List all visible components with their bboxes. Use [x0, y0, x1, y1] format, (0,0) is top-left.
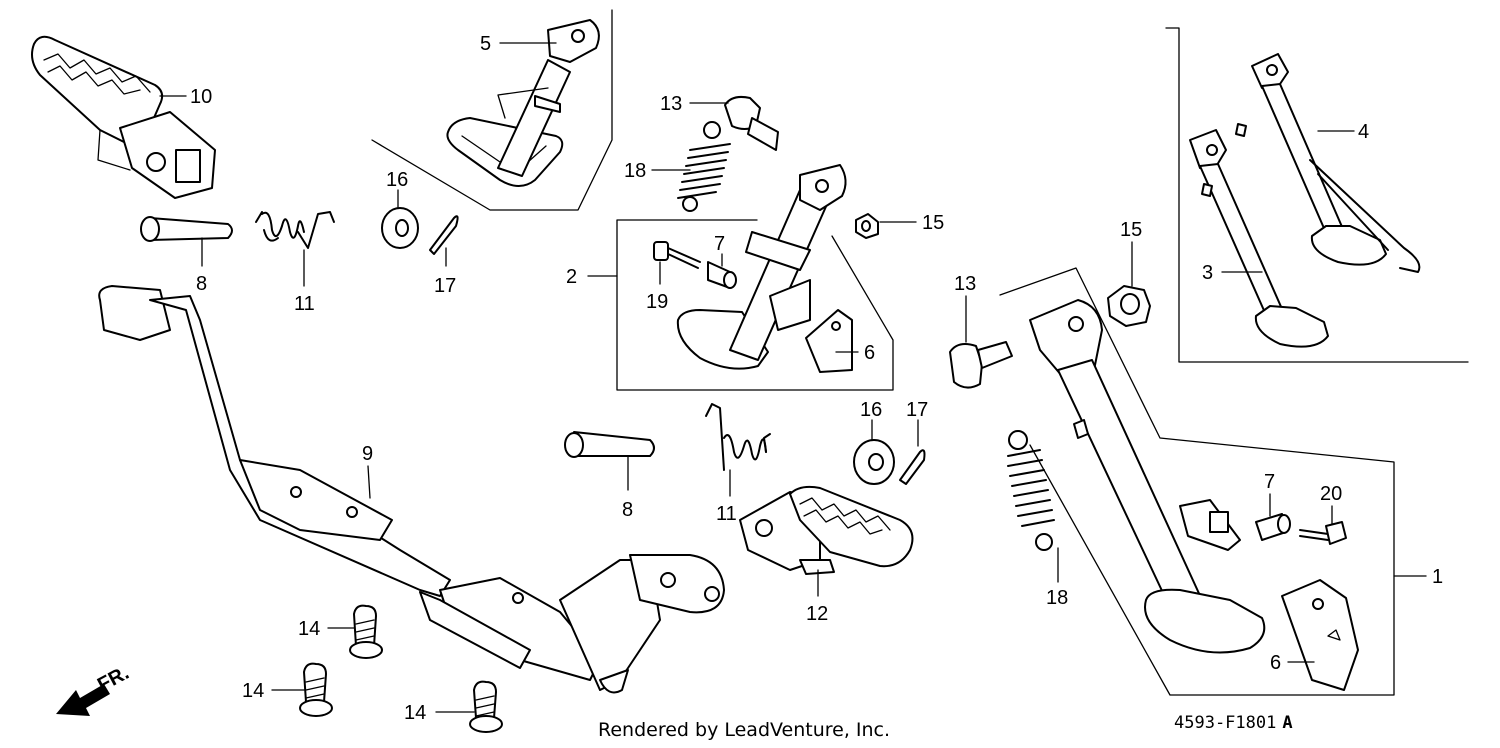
bracket-middle [805, 309, 853, 373]
washer-middle [853, 439, 895, 485]
bolt-14-b [299, 662, 333, 717]
front-direction-arrow: FR. [56, 662, 133, 716]
callout-15-right: 15 [1120, 219, 1142, 241]
bolt-small-middle [653, 241, 701, 269]
leader-lines [159, 42, 1427, 713]
torsion-spring-middle [705, 403, 771, 471]
callout-6-right: 6 [1270, 652, 1281, 674]
callouts: 5 10 13 18 16 15 7 2 8 17 11 19 6 4 15 3… [190, 33, 1443, 724]
callout-9: 9 [362, 443, 373, 465]
callout-16-middle: 16 [860, 399, 882, 421]
callout-15-middle: 15 [922, 212, 944, 234]
cotter-pin-middle [899, 449, 926, 485]
callout-14-b: 14 [242, 680, 264, 702]
stand-variant-3 [1189, 129, 1329, 348]
callout-2: 2 [566, 266, 577, 288]
tension-spring-right [1007, 430, 1055, 551]
direction-arrow-icon [56, 684, 110, 716]
bolt-14-a [349, 604, 383, 659]
collar-right [1255, 513, 1291, 541]
callout-1: 1 [1432, 566, 1443, 588]
diagram-code-number: 4593-F1801 [1174, 713, 1276, 733]
callout-10: 10 [190, 86, 212, 108]
callout-7-right: 7 [1264, 471, 1275, 493]
callout-7-middle: 7 [714, 233, 725, 255]
callout-18-top: 18 [624, 160, 646, 182]
callout-8-left: 8 [196, 273, 207, 295]
bolt-20 [1299, 521, 1347, 545]
callout-19: 19 [646, 291, 668, 313]
bolt-14-c [469, 680, 503, 733]
tension-spring-top [677, 121, 731, 212]
bracket-right [1281, 579, 1359, 691]
callout-4: 4 [1358, 121, 1369, 143]
stand-top [446, 19, 600, 187]
callout-8-middle: 8 [622, 499, 633, 521]
callout-5: 5 [480, 33, 491, 55]
stand-middle [676, 164, 847, 370]
bolt-right [949, 341, 1013, 389]
cotter-pin-top [429, 215, 459, 255]
callout-17-middle: 17 [906, 399, 928, 421]
step-bar [98, 285, 725, 694]
torsion-spring-left [255, 211, 335, 249]
footpeg-left [31, 35, 216, 199]
nut-right [1107, 285, 1151, 327]
callout-14-a: 14 [298, 618, 320, 640]
callout-11-left: 11 [294, 293, 315, 315]
bolt-top [724, 95, 779, 151]
stand-right [1029, 299, 1266, 654]
pin-middle [564, 431, 655, 458]
callout-12: 12 [806, 603, 828, 625]
collar-middle [707, 261, 737, 289]
callout-13-right: 13 [954, 273, 976, 295]
callout-3: 3 [1202, 262, 1213, 284]
callout-11-middle: 11 [716, 503, 737, 525]
callout-17-top: 17 [434, 275, 456, 297]
callout-20: 20 [1320, 483, 1342, 505]
pin-left [140, 216, 233, 242]
callout-14-c: 14 [404, 702, 426, 724]
diagram-code: 4593-F1801 A [1174, 713, 1293, 733]
callout-18-right: 18 [1046, 587, 1068, 609]
washer-top [381, 207, 419, 249]
callout-13-top: 13 [660, 93, 682, 115]
callout-16-top: 16 [386, 169, 408, 191]
group-frames [371, 9, 1469, 696]
nut-middle [855, 213, 879, 239]
diagram-code-suffix: A [1282, 713, 1292, 733]
footpeg-right [739, 485, 914, 575]
callout-6-middle: 6 [864, 342, 875, 364]
render-credit: Rendered by LeadVenture, Inc. [598, 719, 890, 741]
stand-variant-4 [1235, 53, 1421, 273]
